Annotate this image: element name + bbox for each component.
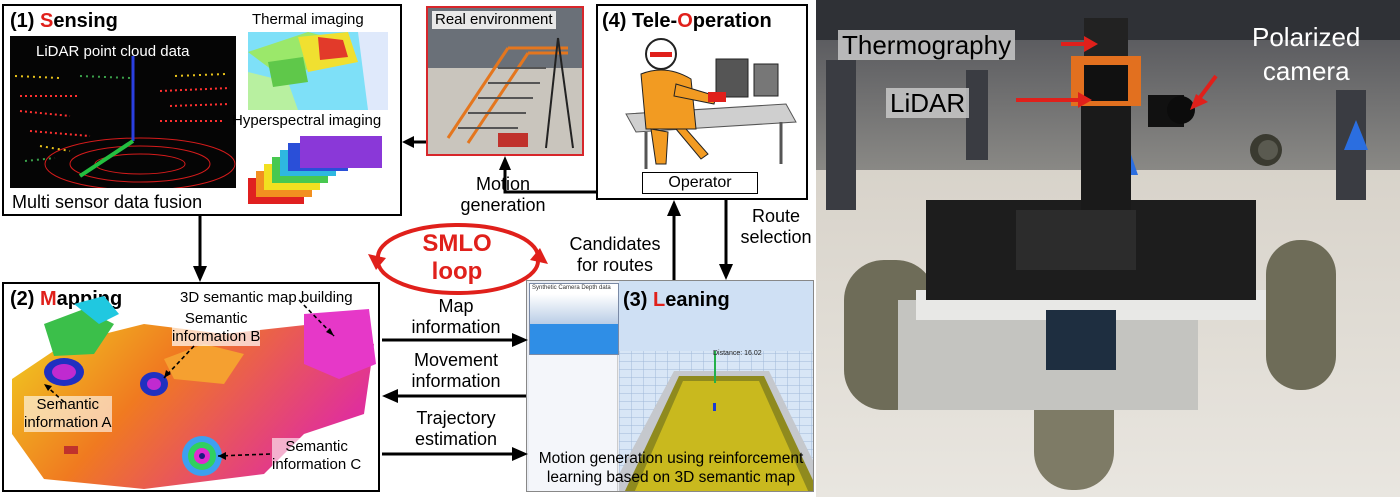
operator-illustration bbox=[625, 38, 797, 169]
distance-readout: Distance: 16.02 bbox=[713, 350, 762, 357]
semantic-map-image bbox=[12, 296, 376, 489]
lidar-point-cloud-image: LiDAR point cloud data bbox=[10, 36, 236, 188]
operator-tag: Operator bbox=[642, 172, 758, 194]
photo-pointer-arrows bbox=[1016, 36, 1218, 110]
sensing-title: (1) Sensing bbox=[10, 10, 118, 32]
smlo-loop-arrows bbox=[368, 223, 548, 295]
thermal-label: Thermal imaging bbox=[252, 11, 364, 28]
mapping-panel: (2) Mapping 3D semantic map building Sem… bbox=[2, 282, 380, 492]
teleoperation-title: (4) Tele-Operation bbox=[602, 10, 772, 32]
real-environment-label: Real environment bbox=[432, 11, 556, 29]
thermography-label: Thermography bbox=[838, 30, 1016, 60]
thermal-image bbox=[248, 32, 388, 110]
teleoperation-panel: (4) Tele-Operation Operator bbox=[596, 4, 808, 200]
hyperspectral-label: Hyperspectral imaging bbox=[232, 112, 382, 129]
fusion-label: Multi sensor data fusion bbox=[12, 192, 203, 212]
lidar-label: LiDAR point cloud data bbox=[36, 43, 190, 60]
flow-arrows bbox=[193, 136, 733, 461]
depth-window-title: Synthetic Camera Depth data bbox=[532, 285, 611, 291]
hyperspectral-stack bbox=[248, 136, 382, 204]
map-building-label: 3D semantic map building bbox=[180, 289, 353, 306]
learning-panel: Synthetic Camera Depth data (3) Leaning … bbox=[526, 280, 814, 492]
depth-window: Synthetic Camera Depth data bbox=[529, 283, 619, 355]
sensing-panel: (1) Sensing bbox=[2, 4, 402, 216]
semantic-pointers bbox=[43, 299, 335, 460]
lidar-photo-label: LiDAR bbox=[886, 88, 970, 118]
real-environment-photo: Real environment bbox=[426, 6, 584, 156]
simulation-view bbox=[619, 281, 813, 491]
learning-title: (3) Leaning bbox=[623, 289, 730, 311]
